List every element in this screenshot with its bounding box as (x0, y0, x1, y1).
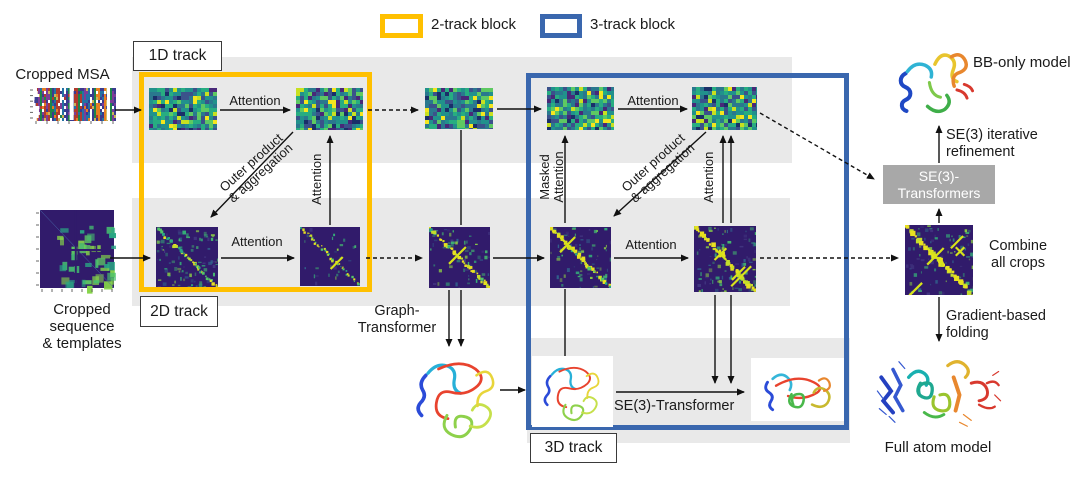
cropped-msa-image (22, 86, 117, 128)
label-se3-transformer: SE(3)-Transformer (614, 398, 735, 414)
protein-bb-only-model (898, 53, 975, 114)
msa-feature-map-4 (547, 87, 614, 130)
protein-graph-transformer-output (416, 362, 495, 439)
label-2d-track: 2D track (140, 296, 218, 327)
label-attention-vertical-3track: Attention (700, 151, 716, 203)
label-attention-2d-a: Attention (231, 234, 283, 249)
pair-feature-map-2 (300, 227, 360, 286)
se3-transformers-box: SE(3)- Transformers (883, 165, 995, 204)
label-attention-1d-b: Attention (627, 93, 679, 108)
three-track-block-outline (526, 73, 849, 430)
se3-box-line2: Transformers (897, 184, 981, 201)
protein-3dtrack-output (764, 373, 831, 412)
msa-feature-map-1 (149, 88, 217, 130)
label-attention-1d-a: Attention (229, 93, 281, 108)
seq-label-line2: sequence (49, 318, 115, 335)
graph-transformer-line1: Graph- (374, 303, 420, 319)
gradient-line1: Gradient-based (946, 308, 1046, 324)
label-1d-track: 1D track (133, 41, 222, 71)
pair-feature-map-5 (694, 226, 756, 292)
pair-feature-map-1 (156, 227, 218, 287)
masked-line1: Masked (537, 154, 552, 200)
msa-feature-map-3 (425, 88, 493, 129)
combine-line2: all crops (991, 254, 1045, 271)
label-3d-track-text: 3D track (544, 439, 603, 456)
legend-swatch-3track (540, 14, 582, 38)
combined-crops-map (905, 225, 973, 295)
msa-feature-map-2 (296, 88, 363, 130)
label-graph-transformer: Graph- Transformer (340, 303, 454, 336)
label-masked-attention: Masked Attention (537, 139, 566, 215)
label-gradient-based-folding: Gradient-based folding (946, 308, 1066, 341)
label-3d-track: 3D track (530, 433, 617, 463)
legend-label-2track: 2-track block (431, 16, 517, 33)
label-se3-iterative-refinement: SE(3) iterative refinement (946, 127, 1056, 160)
legend-label-3track: 3-track block (590, 16, 676, 33)
seq-label-line3: & templates (42, 335, 122, 352)
pair-feature-map-3 (429, 227, 490, 288)
two-track-block-outline (139, 72, 372, 292)
graph-transformer-line2: Transformer (357, 319, 437, 336)
label-2d-track-text: 2D track (150, 302, 208, 320)
pair-feature-map-4 (550, 227, 611, 288)
label-full-atom-model: Full atom model (884, 439, 992, 456)
protein-3dtrack-input (543, 366, 600, 422)
combine-line1: Combine (988, 238, 1048, 254)
masked-line2: Attention (551, 151, 566, 203)
label-cropped-msa: Cropped MSA (15, 66, 110, 83)
label-cropped-seq-templates: Cropped sequence & templates (22, 301, 142, 352)
cropped-seq-templates-image (26, 208, 116, 298)
legend-swatch-2track (380, 14, 423, 38)
seq-label-line1: Cropped (53, 301, 111, 318)
label-attention-vertical-2track: Attention (308, 153, 324, 205)
label-1d-track-text: 1D track (148, 47, 207, 64)
label-bb-only-model: BB-only model (973, 54, 1071, 71)
se3-refine-line1: SE(3) iterative (946, 127, 1038, 143)
se3-box-line1: SE(3)- (918, 167, 960, 184)
msa-feature-map-5 (692, 87, 757, 130)
gradient-line2: folding (946, 324, 989, 341)
label-combine-all-crops: Combine all crops (984, 238, 1052, 271)
protein-full-atom-model (876, 360, 1002, 427)
se3-refine-line2: refinement (946, 143, 1015, 160)
label-attention-2d-b: Attention (625, 237, 677, 252)
